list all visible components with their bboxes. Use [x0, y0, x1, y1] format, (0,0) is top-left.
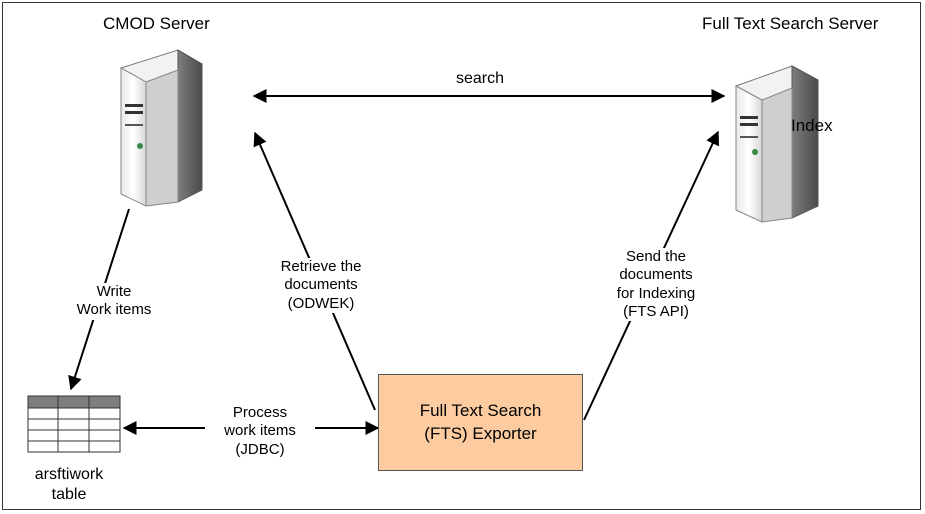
cmod-server-icon: [119, 49, 204, 207]
table-icon: [27, 395, 121, 453]
write-arrow-label: Write Work items: [59, 283, 169, 320]
retrieve-arrow-label: Retrieve the documents (ODWEK): [261, 258, 381, 313]
index-label: Index: [791, 116, 833, 135]
send-arrow-label: Send the documents for Indexing (FTS API…: [596, 248, 716, 322]
fts-exporter-box: Full Text Search (FTS) Exporter: [378, 374, 583, 471]
fts-server-icon: [734, 65, 820, 223]
fts-server-title: Full Text Search Server: [702, 14, 879, 33]
cmod-server-title: CMOD Server: [103, 14, 210, 33]
process-arrow-label: Process work items (JDBC): [205, 404, 315, 459]
search-arrow-label: search: [456, 70, 505, 87]
table-label: arsftiwork table: [34, 466, 104, 503]
